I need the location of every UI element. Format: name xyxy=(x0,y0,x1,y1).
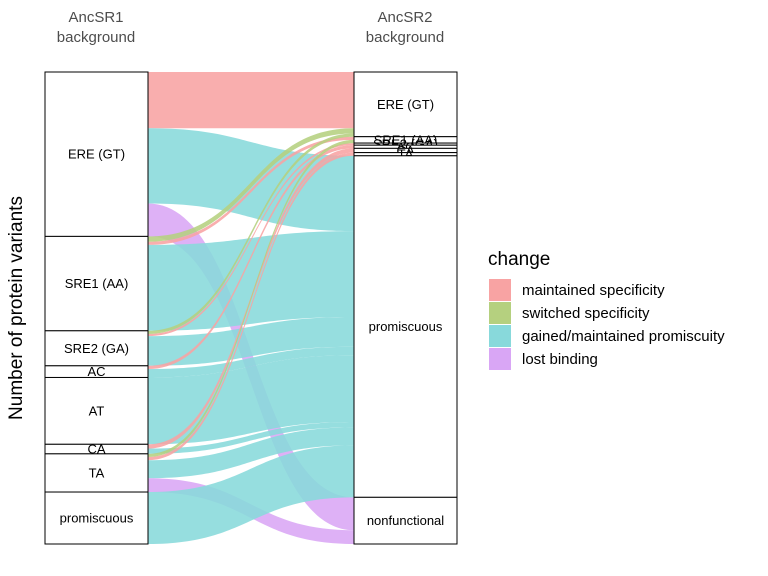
flow-promiscuity xyxy=(148,317,354,366)
legend-title: change xyxy=(488,249,550,270)
left-stratum-label: SRE2 (GA) xyxy=(64,341,129,356)
flow-promiscuity xyxy=(148,128,354,232)
left-axis-title-line1: AncSR1 xyxy=(68,9,123,26)
left-stratum-label: AT xyxy=(89,403,105,418)
left-stratum-label: ERE (GT) xyxy=(68,147,125,162)
legend-swatch-switched xyxy=(489,302,511,324)
flow-maintained xyxy=(148,72,354,129)
left-axis: ERE (GT) SRE1 (AA) SRE2 (GA) AC AT CA TA promis… xyxy=(44,71,149,545)
legend-label-promiscuity: gained/maintained promiscuity xyxy=(522,328,725,345)
right-stratum-label: nonfunctional xyxy=(367,513,444,528)
right-stratum-box xyxy=(353,496,458,545)
flow-promiscuity xyxy=(148,427,354,479)
left-stratum-box xyxy=(44,71,149,237)
left-stratum-label: promiscuous xyxy=(60,511,134,526)
right-axis-title-line2: background xyxy=(366,29,444,46)
left-stratum-label: SRE1 (AA) xyxy=(65,276,129,291)
flow-maintained xyxy=(148,152,354,461)
flow-switched xyxy=(148,128,354,242)
left-stratum-label: CA xyxy=(87,442,105,457)
flow-maintained xyxy=(148,143,354,337)
flow-promiscuity xyxy=(148,231,354,331)
right-axis-title-line1: AncSR2 xyxy=(377,9,432,26)
flow-switched xyxy=(148,133,354,334)
left-stratum-label: TA xyxy=(89,465,105,480)
right-stratum-label: ERE (GT) xyxy=(377,97,434,112)
legend-swatch-maintained xyxy=(489,279,511,301)
flow-promiscuity xyxy=(148,422,354,454)
legend-label-switched: switched specificity xyxy=(522,305,650,322)
left-stratum-label: AC xyxy=(87,364,105,379)
legend-label-maintained: maintained specificity xyxy=(522,282,665,299)
legend-swatch-promiscuity xyxy=(489,325,511,347)
legend: change maintained specificity switched sp… xyxy=(488,249,725,370)
legend-swatch-lost xyxy=(489,348,511,370)
left-stratum-box xyxy=(44,330,149,367)
legend-label-lost: lost binding xyxy=(522,351,598,368)
right-stratum-label: promiscuous xyxy=(369,319,443,334)
y-axis-label: Number of protein variants xyxy=(6,196,27,420)
left-stratum-box xyxy=(44,235,149,332)
right-stratum-box xyxy=(353,71,458,138)
flow-promiscuity xyxy=(148,346,354,378)
flow-maintained xyxy=(148,145,354,369)
right-stratum-box xyxy=(353,155,458,498)
left-axis-title-line2: background xyxy=(57,29,135,46)
flows-layer xyxy=(148,72,354,544)
flow-switched xyxy=(148,139,354,458)
left-stratum-box xyxy=(44,376,149,445)
flow-maintained xyxy=(148,136,354,245)
right-axis: ERE (GT)SRE1 (AA)SRE2 (GA)ACCATApromiscu… xyxy=(353,71,458,545)
left-stratum-box xyxy=(44,491,149,545)
flow-promiscuity xyxy=(148,445,354,544)
